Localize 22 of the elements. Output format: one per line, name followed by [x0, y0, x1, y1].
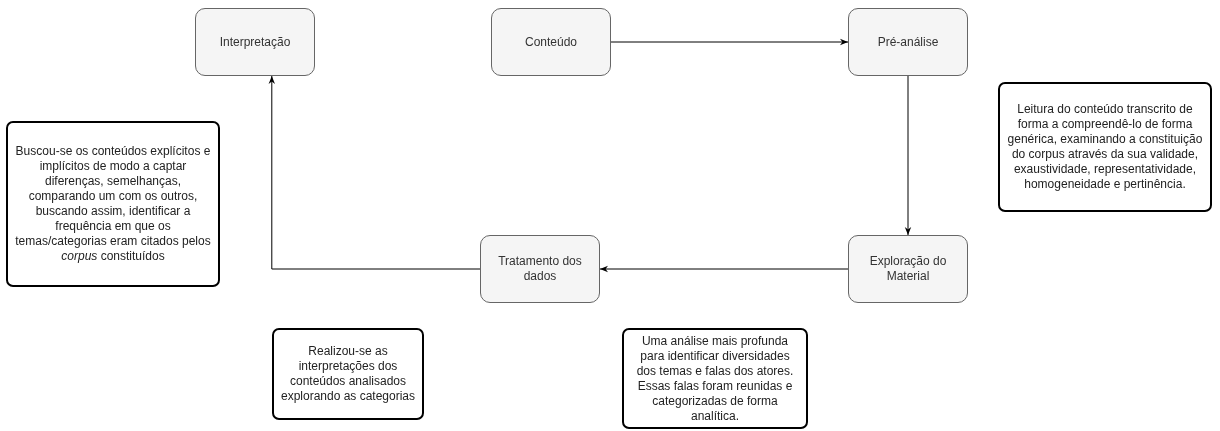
arrow [268, 75, 481, 270]
note-box [6, 121, 220, 287]
note-box [622, 328, 808, 429]
arrow [599, 265, 849, 273]
box-text: Buscou-se os conteúdos explícitos e implícitos de modo a captar diferenças, semelhanças, comparando um com os outros, buscando assim, identificar a frequência em que os temas/categorias eram citados pelos corpus constituídos [14, 144, 212, 264]
box-text: Uma análise mais profunda para identificar diversidades dos temas e falas dos atores. Essas falas foram reunidas e categorizadas de forma analítica. [635, 333, 795, 424]
process-box [480, 235, 600, 303]
box-text: Realizou-se as interpretações dos conteúdos analisados explorando as categorias [279, 344, 417, 404]
box-text: Exploração do Material [868, 254, 948, 284]
process-box [195, 8, 315, 76]
process-box [491, 8, 611, 76]
box-text: Conteúdo [524, 34, 577, 50]
box-text: Tratamento dos dados [497, 254, 583, 284]
note-box [998, 82, 1212, 212]
arrow [610, 38, 849, 46]
process-box [848, 235, 968, 303]
box-text: Pré-análise [877, 34, 939, 50]
box-text: Interpretação [219, 34, 291, 50]
process-box [848, 8, 968, 76]
arrow [904, 75, 912, 236]
note-box [272, 328, 424, 420]
box-text: Leitura do conteúdo transcrito de forma a compreendê-lo de forma genérica, examinando a constituição do corpus através da sua validade, exaustividade, representatividade, homogeneidade e pertinência. [1006, 102, 1204, 192]
